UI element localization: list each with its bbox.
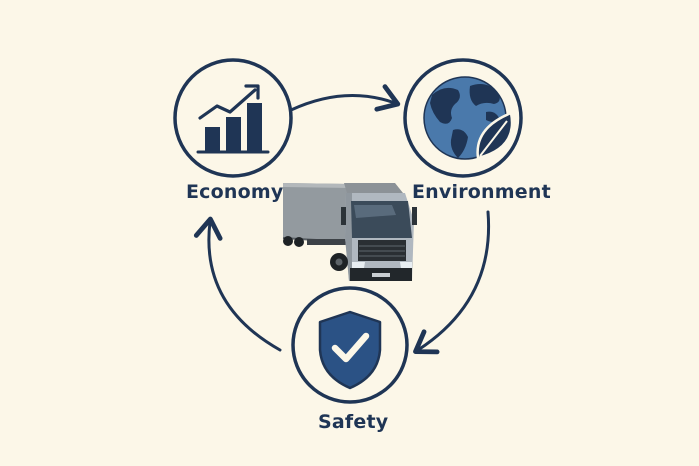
bar-chart-trend-icon	[196, 84, 270, 154]
arrow-economy-to-environment	[289, 84, 401, 112]
environment-node	[403, 58, 523, 178]
arrow-environment-to-safety	[413, 210, 491, 355]
safety-label: Safety	[318, 411, 389, 433]
globe-leaf-icon	[423, 76, 514, 160]
economy-node	[173, 58, 293, 178]
arrow-safety-to-economy	[193, 216, 282, 352]
economy-label: Economy	[186, 181, 284, 203]
safety-node	[291, 286, 409, 404]
environment-label: Environment	[412, 181, 551, 203]
shield-check-icon	[318, 310, 382, 390]
truck-image	[282, 183, 417, 281]
